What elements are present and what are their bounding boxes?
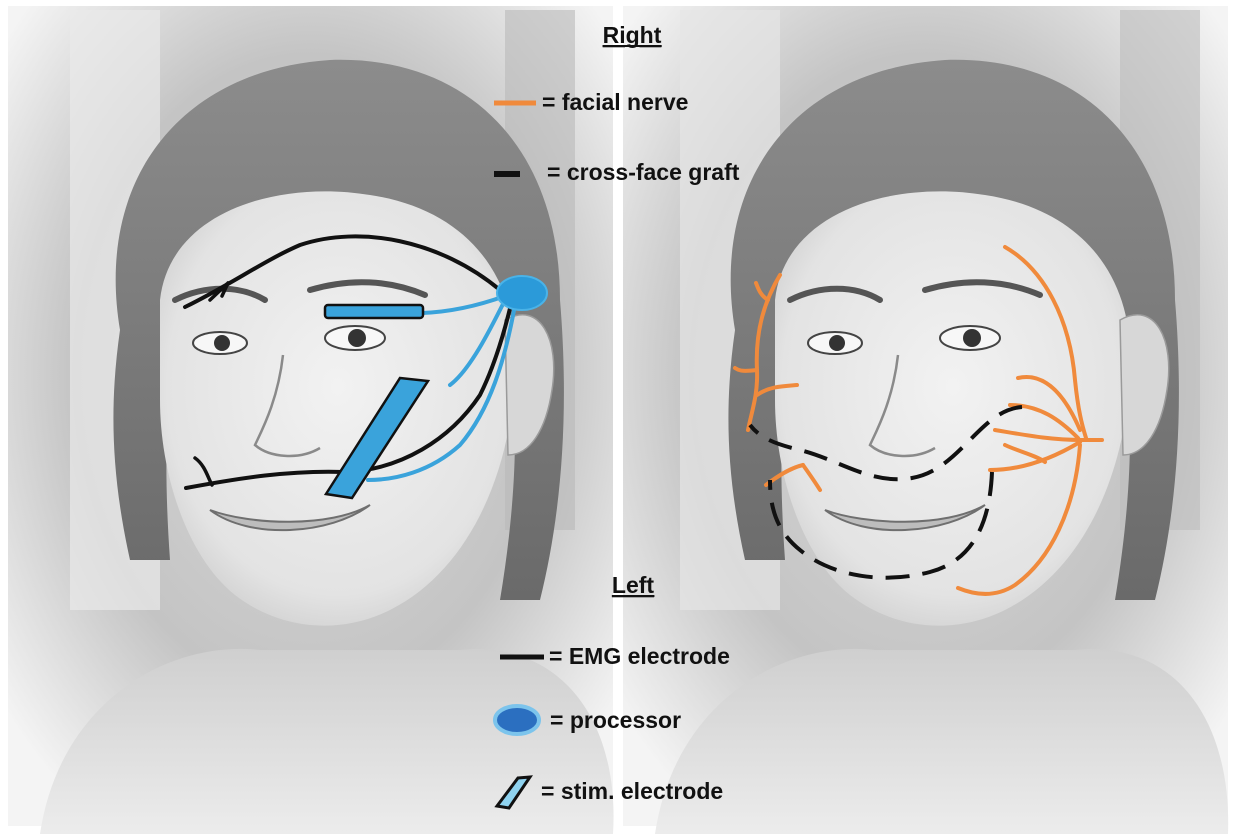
legend-left-label-1: = EMG electrode — [549, 643, 730, 669]
legend-right-label-2: = cross-face graft — [547, 159, 740, 185]
right-portrait — [623, 6, 1228, 834]
right-pupil-a — [829, 335, 845, 351]
right-pupil-b — [963, 329, 981, 347]
blue-ellipse-swatch-icon — [495, 706, 539, 734]
legend-right-heading: Right — [603, 22, 662, 48]
legend-left-heading: Left — [612, 572, 655, 598]
stim-electrode-upper — [325, 305, 423, 318]
legend-left-label-3: = stim. electrode — [541, 778, 723, 804]
legend-left-label-2: = processor — [550, 707, 681, 733]
processor — [497, 276, 547, 310]
legend-right-label-1: = facial nerve — [542, 89, 688, 115]
left-pupil-a — [214, 335, 230, 351]
left-pupil-b — [348, 329, 366, 347]
